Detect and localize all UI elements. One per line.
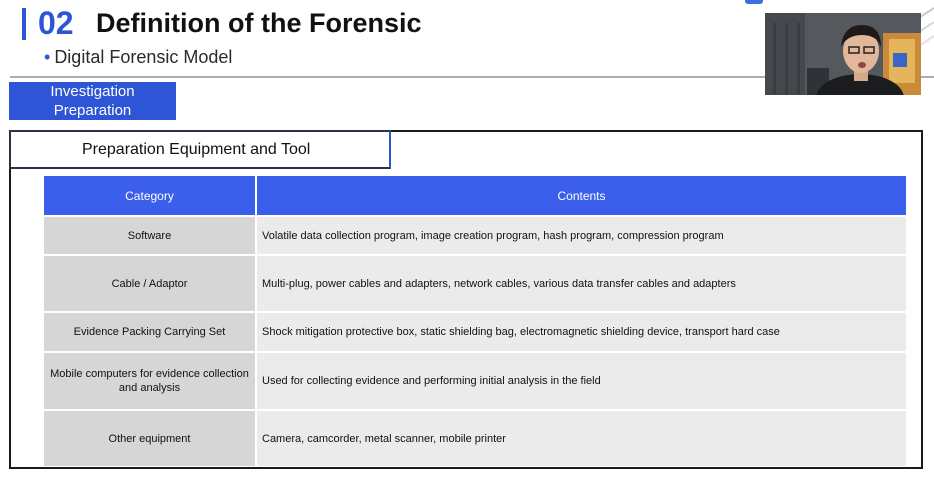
table-row: Software Volatile data collection progra… <box>44 217 906 256</box>
subtitle-text: Digital Forensic Model <box>54 47 233 67</box>
row-category: Mobile computers for evidence collection… <box>44 353 257 409</box>
row-contents: Multi-plug, power cables and adapters, n… <box>257 256 906 311</box>
row-contents: Camera, camcorder, metal scanner, mobile… <box>257 411 906 466</box>
section-heading: Preparation Equipment and Tool <box>9 130 391 169</box>
content-frame <box>9 130 923 469</box>
subtitle-bullet: • <box>44 47 51 67</box>
tab-label: Investigation Preparation <box>50 83 135 119</box>
row-category: Software <box>44 217 257 254</box>
corner-logo-mark <box>745 0 763 4</box>
page-title: Definition of the Forensic <box>96 8 422 38</box>
table-row: Evidence Packing Carrying Set Shock miti… <box>44 313 906 353</box>
header-category: Category <box>44 176 257 215</box>
title-accent-bar <box>22 8 26 40</box>
table-row: Cable / Adaptor Multi-plug, power cables… <box>44 256 906 313</box>
row-contents: Volatile data collection program, image … <box>257 217 906 254</box>
row-category: Cable / Adaptor <box>44 256 257 311</box>
row-contents: Shock mitigation protective box, static … <box>257 313 906 351</box>
header-divider <box>10 76 934 78</box>
tab-investigation-preparation: Investigation Preparation <box>9 82 176 120</box>
page-subtitle: •Digital Forensic Model <box>44 46 232 68</box>
header-contents: Contents <box>557 188 606 203</box>
table-header-row: Category Contents <box>44 176 906 217</box>
table-row: Other equipment Camera, camcorder, metal… <box>44 411 906 466</box>
section-number: 02 <box>38 5 74 41</box>
presenter-webcam <box>765 13 921 95</box>
row-contents: Used for collecting evidence and perform… <box>257 353 906 409</box>
equipment-table: Category Contents Software Volatile data… <box>44 176 906 466</box>
row-category: Other equipment <box>44 411 257 466</box>
row-category: Evidence Packing Carrying Set <box>44 313 257 351</box>
table-row: Mobile computers for evidence collection… <box>44 353 906 411</box>
